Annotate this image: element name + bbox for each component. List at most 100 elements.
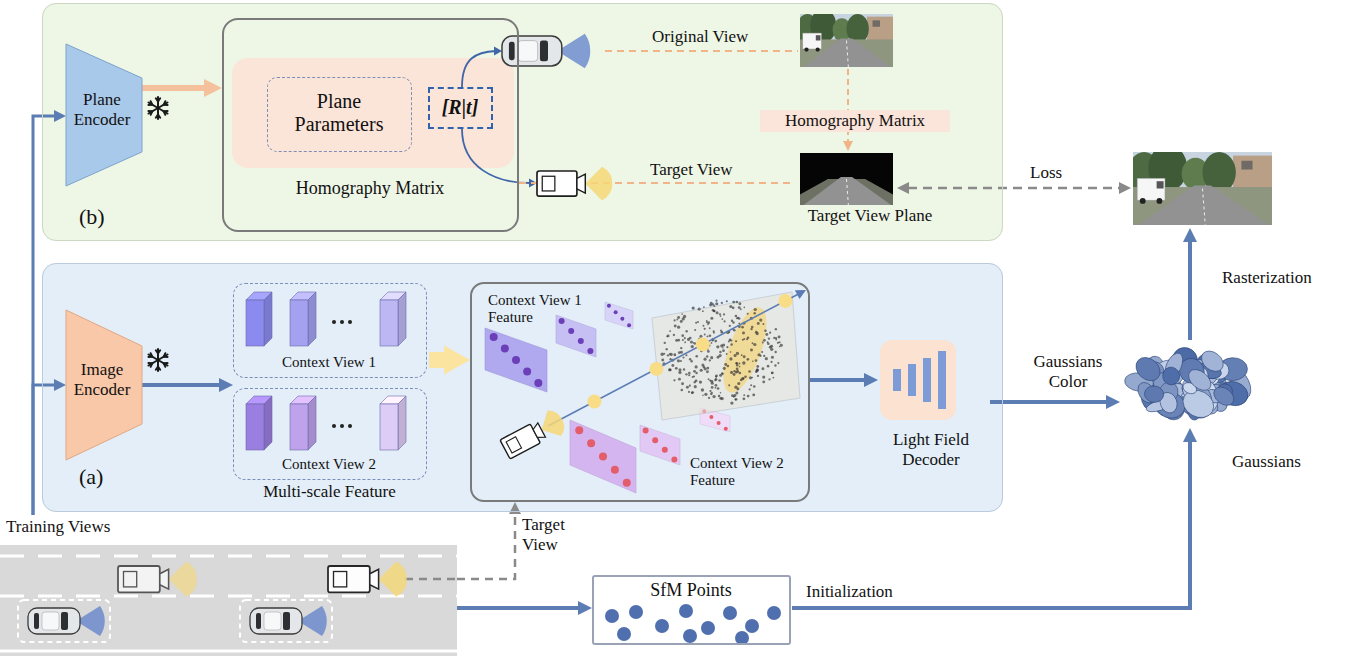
illustration-part bbox=[681, 382, 684, 385]
sfm-point bbox=[735, 631, 749, 645]
illustration-part bbox=[673, 353, 676, 356]
illustration-part bbox=[706, 367, 709, 370]
illustration-part bbox=[721, 302, 723, 304]
illustration-part bbox=[283, 612, 290, 630]
illustration-part bbox=[698, 307, 701, 310]
lane-line bbox=[0, 555, 457, 558]
arrow-head bbox=[509, 502, 521, 514]
illustration-part bbox=[780, 344, 783, 347]
illustration-part bbox=[747, 395, 750, 398]
illustration-part bbox=[148, 355, 158, 361]
illustration-part bbox=[542, 176, 555, 191]
illustration-part bbox=[715, 387, 717, 389]
illustration-part bbox=[370, 569, 379, 589]
illustration-part bbox=[715, 374, 718, 377]
illustration-part bbox=[710, 317, 713, 320]
illustration-part bbox=[627, 323, 631, 327]
illustration-part bbox=[695, 322, 697, 324]
illustration-part bbox=[709, 334, 712, 337]
trapezoid-shape bbox=[66, 44, 142, 186]
illustration-part bbox=[697, 321, 699, 323]
illustration-part bbox=[770, 361, 772, 363]
sample-point bbox=[649, 362, 663, 376]
node-text: Target View Plane bbox=[795, 206, 945, 226]
point-cloud bbox=[652, 292, 800, 420]
illustration-part bbox=[1210, 383, 1237, 409]
illustration-part bbox=[715, 302, 718, 305]
arrow-head bbox=[219, 378, 233, 392]
decoder-bar bbox=[893, 369, 901, 391]
matrix-backdrop bbox=[232, 58, 514, 168]
illustration-part bbox=[680, 320, 683, 323]
illustration-part bbox=[762, 323, 764, 325]
illustration-part bbox=[775, 339, 777, 341]
pose-curve bbox=[462, 129, 530, 183]
illustration-part bbox=[720, 392, 722, 394]
illustration-part bbox=[690, 341, 693, 344]
illustration-part bbox=[148, 108, 158, 114]
illustration-part bbox=[735, 399, 737, 401]
illustration-part bbox=[1137, 178, 1165, 200]
illustration-part bbox=[713, 330, 715, 332]
illustration-part bbox=[695, 355, 698, 358]
illustration-part bbox=[677, 359, 680, 362]
encoder-trapezoid: Plane Encoder bbox=[66, 44, 142, 186]
illustration-part bbox=[765, 357, 768, 360]
illustration-part bbox=[706, 335, 708, 337]
connector bbox=[33, 385, 55, 515]
node-text: Context View 2 bbox=[234, 456, 424, 473]
illustration-part bbox=[730, 351, 732, 353]
illustration-part bbox=[757, 375, 759, 377]
illustration-part bbox=[703, 358, 706, 361]
illustration-part bbox=[1140, 198, 1146, 204]
arrow-head bbox=[578, 601, 592, 615]
illustration-part bbox=[694, 329, 696, 331]
illustration-part bbox=[61, 612, 68, 630]
illustration-part bbox=[398, 292, 406, 346]
illustration-part bbox=[726, 300, 728, 302]
encoder-trapezoid: Image Encoder bbox=[66, 310, 142, 460]
illustration-part bbox=[775, 328, 777, 330]
illustration-part bbox=[693, 375, 695, 377]
illustration-part bbox=[768, 378, 770, 380]
illustration-part bbox=[737, 382, 740, 385]
illustration-part bbox=[669, 369, 672, 372]
loss-line bbox=[908, 187, 1120, 190]
illustration-part bbox=[700, 369, 703, 372]
illustration-part bbox=[739, 363, 741, 365]
feature-plane bbox=[570, 420, 636, 493]
illustration-part bbox=[695, 372, 698, 375]
illustration-part bbox=[756, 332, 759, 335]
arrow-head bbox=[1183, 228, 1197, 242]
illustration-part bbox=[148, 360, 158, 366]
arrow-head bbox=[843, 141, 853, 151]
illustration-part bbox=[534, 379, 542, 387]
illustration-part bbox=[709, 304, 712, 307]
sfm-point bbox=[679, 604, 693, 618]
illustration-part bbox=[688, 374, 690, 376]
illustration-part bbox=[729, 357, 732, 360]
free-label: Loss bbox=[1030, 163, 1080, 183]
illustration-part bbox=[756, 369, 759, 372]
illustration-part bbox=[308, 292, 316, 346]
illustration-part bbox=[380, 404, 398, 450]
illustration-part bbox=[759, 318, 762, 321]
illustration-part bbox=[675, 367, 678, 370]
node-text: Context View 2 Feature bbox=[690, 455, 802, 490]
illustration-part bbox=[769, 332, 771, 334]
illustration-part bbox=[556, 315, 596, 357]
illustration-part bbox=[764, 329, 767, 332]
illustration-part bbox=[800, 153, 893, 205]
illustration-part bbox=[747, 337, 750, 340]
illustration-part bbox=[156, 350, 158, 353]
node-text: Plane Parameters bbox=[284, 90, 394, 136]
illustration-part bbox=[722, 347, 724, 349]
illustration-part bbox=[124, 572, 137, 587]
illustration-part bbox=[148, 103, 158, 109]
arrow-head bbox=[897, 182, 909, 194]
illustration-part bbox=[512, 356, 520, 364]
illustration-part bbox=[485, 328, 547, 392]
illustration-part bbox=[762, 376, 765, 379]
illustration-part bbox=[774, 351, 776, 353]
